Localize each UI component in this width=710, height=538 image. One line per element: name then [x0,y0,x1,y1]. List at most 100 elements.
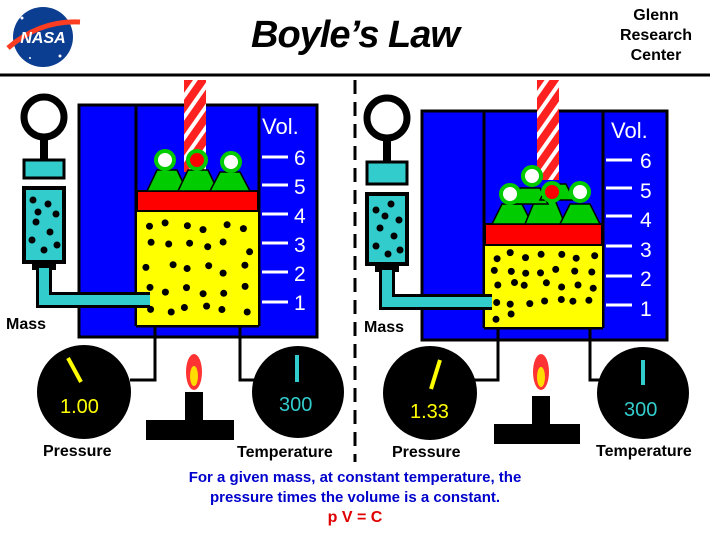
left-gauge-tube [39,268,150,305]
gas-molecule [541,297,549,305]
gas-molecule [511,279,518,286]
right-temperature-label: Temperature [596,443,692,460]
gas-molecule [167,308,175,316]
gas-molecule [526,300,534,308]
org-line-2: Research [619,27,692,44]
gas-molecule [494,281,502,289]
left-vol-label: Vol. [262,114,299,139]
right-scale-3: 3 [640,238,652,262]
gas-molecule [542,279,550,287]
gas-molecule [147,238,155,246]
left-volume-scale: 6 5 4 3 2 1 [294,144,306,318]
left-temperature-dial [252,346,344,438]
left-temperature-label: Temperature [237,444,333,461]
gas-molecule [204,243,212,251]
gas-molecule [146,222,153,230]
right-volume-scale: 6 5 4 3 2 1 [640,147,652,324]
gas-molecule [183,284,190,292]
left-apparatus [20,80,344,440]
right-scale-2: 2 [640,268,652,291]
left-pressure-dial [37,345,131,439]
gas-molecule [199,290,207,298]
caption-line-1: For a given mass, at constant temperatur… [188,469,522,486]
gas-molecule [241,282,249,290]
gas-molecule [557,296,565,303]
gas-molecule [537,250,545,258]
right-pressure-value: 1.33 [410,401,449,423]
left-scale-2: 2 [294,263,306,286]
right-scale-4: 4 [640,209,652,232]
right-weights [490,165,602,225]
gas-molecule [537,269,544,277]
right-burner [494,354,580,444]
right-volume-ticks [606,158,632,307]
left-piston [136,190,259,212]
org-line-1: Glenn [633,7,679,24]
nasa-logo-text: NASA [20,30,65,47]
gas-molecule [588,268,596,276]
gas-molecule [493,255,501,263]
gas-molecule [239,225,247,233]
right-temperature-dial [597,347,689,439]
left-gauge-handle [20,93,68,141]
left-volume-ticks [262,155,288,304]
left-scale-5: 5 [294,176,306,199]
left-scale-3: 3 [294,234,306,257]
gas-molecule [522,254,529,262]
gas-molecule [218,306,226,313]
gas-molecule [186,239,194,247]
gas-molecule [492,315,500,323]
right-gas [485,245,602,327]
gas-molecule [205,262,213,270]
gas-molecule [520,281,528,289]
right-scale-5: 5 [640,179,652,203]
left-weights [145,149,252,192]
gas-molecule [506,249,514,257]
gas-molecule [552,265,560,273]
gas-molecule [169,261,177,269]
gas-molecule [558,283,566,291]
right-apparatus [363,80,689,444]
gas-molecule [569,297,577,305]
right-vol-label: Vol. [611,118,648,143]
left-pressure-label: Pressure [43,443,112,460]
gas-molecule [589,284,597,292]
left-gas [137,211,258,325]
equation: p V = C [327,509,383,526]
gas-molecule [219,238,227,246]
gas-molecule [507,267,515,275]
right-pressure-dial [383,346,477,440]
left-scale-6: 6 [294,147,306,170]
gas-molecule [183,265,191,272]
right-piston-rod [537,80,559,180]
gas-molecule [591,252,599,260]
gas-molecule [183,222,191,230]
gas-molecule [180,304,188,311]
nasa-logo: NASA [6,7,81,67]
left-scale-1: 1 [294,292,306,315]
right-piston [484,223,603,246]
gas-molecule [507,310,515,318]
gas-molecule [223,221,231,229]
right-gauge-handle [363,94,411,142]
gas-molecule [146,283,154,291]
right-scale-1: 1 [640,297,652,321]
gas-molecule [493,299,501,306]
gas-molecule [199,226,207,234]
gas-molecule [574,281,582,289]
right-mass-label: Mass [364,319,405,336]
left-scale-4: 4 [294,205,306,228]
right-gauge-tube [382,270,492,307]
gas-molecule [203,302,211,310]
gas-molecule [522,269,530,277]
left-temperature-value: 300 [279,394,313,416]
page-title: Boyle’s Law [251,14,460,56]
org-line-3: Center [630,47,682,64]
gas-molecule [558,250,566,258]
gas-molecule [241,261,249,269]
gas-molecule [165,240,173,248]
right-pressure-label: Pressure [392,444,461,461]
gas-molecule [142,263,150,271]
